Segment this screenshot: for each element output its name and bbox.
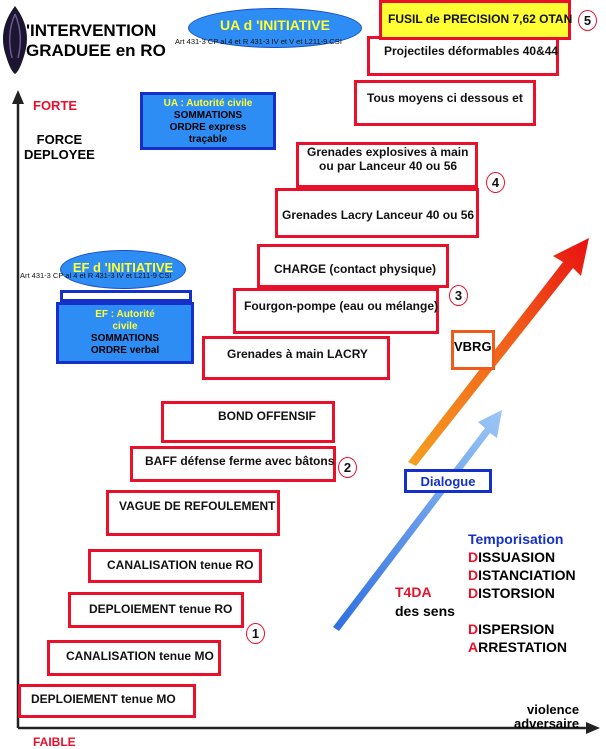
ef-authority-box: EF : Autorité civile SOMMATIONS ORDRE ve… — [56, 302, 194, 364]
principle-rest: emporisation — [475, 531, 564, 547]
ua-box-line1: UA : Autorité civile — [163, 98, 253, 109]
step-canalisation-mo: CANALISATION tenue MO — [66, 649, 214, 663]
principle-initial: D — [468, 585, 479, 601]
step-box: CANALISATION tenue MO — [47, 640, 221, 676]
step-box: Grenades Lacry Lanceur 40 ou 56 — [275, 188, 479, 238]
dialogue-arrow-icon — [333, 410, 502, 631]
ef-initiative-ellipse: EF d 'INITIATIVE — [60, 250, 186, 289]
escalation-arrow-icon — [408, 238, 589, 466]
principle-temporisation: Temporisation — [468, 531, 563, 547]
step-deploiement-ro: DEPLOIEMENT tenue RO — [89, 602, 233, 616]
page-title-line2: GRADUEE en RO — [26, 41, 166, 60]
dialogue-box: Dialogue — [404, 469, 492, 493]
principle-initial: D — [468, 549, 479, 565]
level-badge: 2 — [338, 457, 357, 478]
level-badge: 3 — [449, 285, 468, 306]
step-grenades-explosives-l2: ou par Lanceur 40 ou 56 — [319, 159, 458, 173]
step-box: Tous moyens ci dessous et — [354, 80, 536, 126]
principle-rest: ISPERSION — [478, 621, 555, 637]
principle-rest: ISTORSION — [478, 585, 555, 601]
ua-box-line2: SOMMATIONS — [173, 110, 243, 121]
ef-box-line1: EF : Autorité — [95, 309, 155, 320]
ef-initiative-title: EF d 'INITIATIVE — [72, 260, 174, 275]
step-box: CANALISATION tenue RO — [88, 549, 262, 583]
step-tous-moyens: Tous moyens ci dessous et — [367, 91, 523, 105]
step-vague-refoulement: VAGUE DE REFOULEMENT — [119, 499, 276, 513]
ua-box-line4: traçable — [188, 134, 228, 145]
step-box: BOND OFFENSIF — [161, 401, 335, 443]
ua-authority-box: UA : Autorité civile SOMMATIONS ORDRE ex… — [140, 92, 276, 150]
step-box: Fourgon-pompe (eau ou mélange) — [233, 288, 439, 334]
principle-rest: ISSUASION — [478, 549, 556, 565]
ef-box-line2: civile — [112, 321, 138, 332]
t4da-sens-label: des sens — [395, 603, 455, 619]
step-projectiles: Projectiles déformables 40&44 — [384, 44, 559, 58]
step-bond-offensif: BOND OFFENSIF — [218, 409, 316, 423]
level-badge: 4 — [486, 172, 505, 193]
step-box: DEPLOIEMENT tenue MO — [18, 684, 196, 718]
step-box: Grenades à main LACRY — [202, 336, 390, 380]
violence-label: violence adversaire — [514, 702, 580, 731]
step-box: BAFF défense ferme avec bâtons — [130, 446, 336, 482]
step-box: FUSIL de PRECISION 7,62 OTAN — [379, 0, 573, 40]
step-box: DEPLOIEMENT tenue RO — [68, 592, 244, 628]
step-grenades-main-lacry: Grenades à main LACRY — [227, 347, 368, 361]
axis-top-label: FORTE — [33, 98, 78, 113]
force-label: FORCE DEPLOYEE — [24, 132, 95, 162]
principle-distanciation: DISTANCIATION — [468, 567, 576, 583]
dialogue-label: Dialogue — [420, 474, 476, 489]
vbrg-label: VBRG — [454, 339, 492, 354]
principle-initial: D — [468, 567, 479, 583]
step-grenades-lacry-lanceur: Grenades Lacry Lanceur 40 ou 56 — [282, 208, 475, 222]
step-deploiement-mo: DEPLOIEMENT tenue MO — [31, 692, 176, 706]
step-box: VAGUE DE REFOULEMENT — [106, 490, 280, 536]
step-fusil-precision: FUSIL de PRECISION 7,62 OTAN — [388, 12, 573, 26]
step-canalisation-ro: CANALISATION tenue RO — [107, 558, 254, 572]
step-baff: BAFF défense ferme avec bâtons — [145, 454, 335, 468]
principle-distorsion: DISTORSION — [468, 585, 555, 601]
t4da-label: T4DA — [395, 584, 432, 600]
ua-initiative-ref: Art 431-3 CP al 4 et R 431-3 IV et V et … — [175, 37, 342, 46]
principle-initial: D — [468, 621, 479, 637]
page-title-line1: 'INTERVENTION — [26, 21, 157, 40]
step-box: Projectiles déformables 40&44 — [367, 36, 559, 76]
principle-dissuasion: DISSUASION — [468, 549, 555, 565]
principle-arrestation: ARRESTATION — [468, 639, 567, 655]
ef-box-top-bar — [60, 290, 192, 302]
ef-box-line4: ORDRE verbal — [90, 345, 160, 356]
principle-rest: RRESTATION — [478, 639, 568, 655]
principle-initial: T — [468, 531, 476, 547]
step-box: CHARGE (contact physique) — [257, 244, 449, 288]
level-badge: 1 — [246, 623, 265, 644]
ua-initiative-title: UA d 'INITIATIVE — [220, 17, 330, 33]
level-badge: 5 — [578, 10, 597, 31]
principle-initial: A — [468, 639, 479, 655]
step-grenades-explosives-l1: Grenades explosives à main — [307, 145, 469, 159]
emblem-icon — [3, 6, 27, 74]
principle-rest: ISTANCIATION — [478, 567, 576, 583]
step-charge: CHARGE (contact physique) — [274, 262, 437, 276]
ua-box-line3: ORDRE express — [169, 122, 247, 133]
principle-dispersion: DISPERSION — [468, 621, 554, 637]
step-fourgon-pompe: Fourgon-pompe (eau ou mélange) — [244, 299, 438, 313]
ef-box-line3: SOMMATIONS — [90, 333, 160, 344]
step-box: Grenades explosives à main ou par Lanceu… — [296, 142, 478, 188]
ef-initiative-ref: Art 431-3 CP al 4 et R 431-3 IV et L211-… — [20, 271, 172, 280]
vbrg-box: VBRG — [451, 330, 495, 370]
ua-initiative-ellipse: UA d 'INITIATIVE — [188, 8, 362, 48]
